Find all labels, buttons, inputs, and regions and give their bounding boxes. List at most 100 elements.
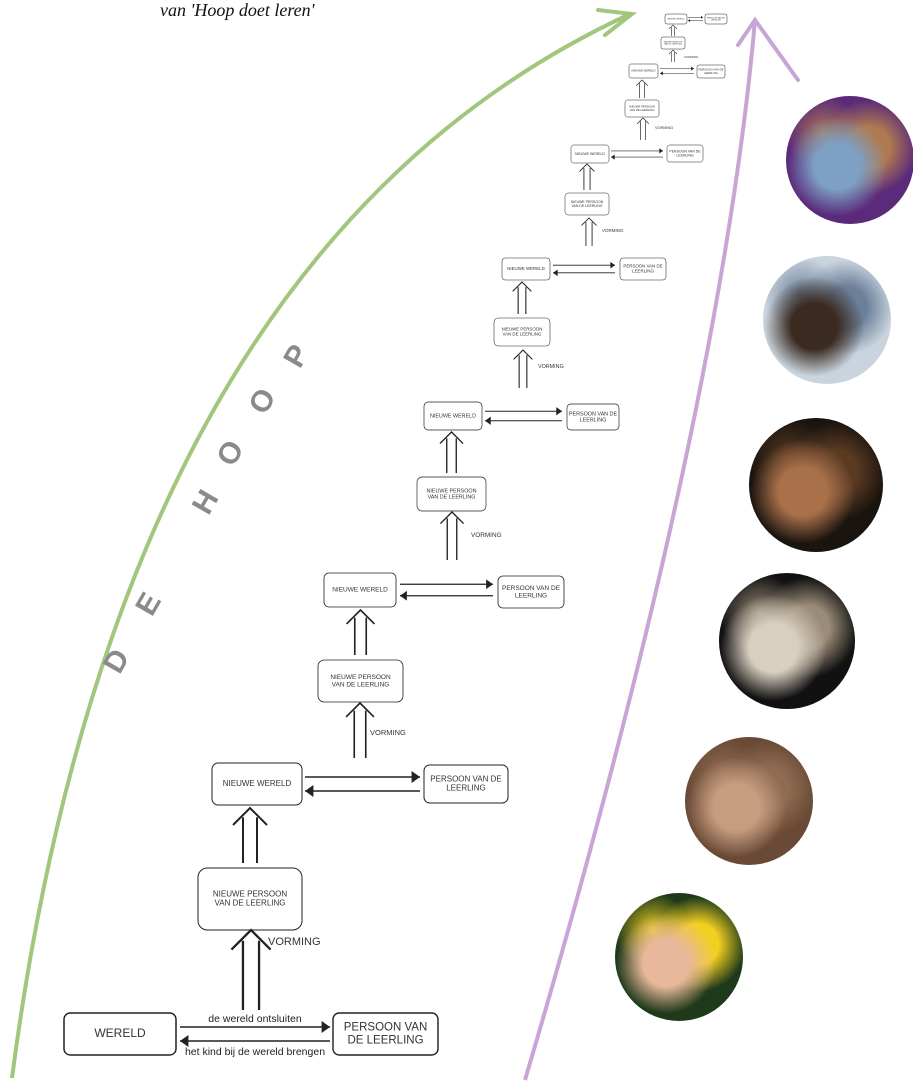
person-box-label: DE LEERLING bbox=[347, 1035, 423, 1047]
two-way-arrows bbox=[400, 579, 493, 601]
new-person-box-label: VAN DE LEERLING bbox=[664, 43, 682, 46]
person-of-learner-box-frame bbox=[696, 64, 726, 79]
person-of-learner-box-frame bbox=[666, 144, 704, 163]
vorming-label: VORMING bbox=[684, 55, 699, 59]
new-person-box-label: VAN DE LEERLING bbox=[428, 495, 476, 501]
hope-letter: H bbox=[186, 485, 225, 520]
arrow-label-bottom: het kind bij de wereld brengen bbox=[185, 1046, 325, 1058]
new-person-box-frame bbox=[660, 36, 686, 50]
purple-arc bbox=[523, 19, 757, 1081]
new-world-box: NIEUWE WERELD bbox=[628, 63, 659, 79]
new-world-box-frame bbox=[664, 13, 688, 25]
new-world-box: NIEUWE WERELD bbox=[570, 144, 610, 164]
new-world-box-label: NIEUWE WERELD bbox=[332, 587, 388, 594]
vorming-label: VORMING bbox=[268, 936, 321, 948]
new-world-box-frame bbox=[211, 762, 303, 806]
new-world-box-frame bbox=[423, 401, 483, 431]
new-person-box-label: NIEUWE PERSOON bbox=[502, 327, 543, 332]
new-person-box-label: NIEUWE PERSOON bbox=[629, 105, 655, 109]
hope-letter: D bbox=[97, 644, 136, 679]
double-up-arrow bbox=[345, 608, 376, 655]
new-person-box-label: NIEUWE PERSOON bbox=[330, 674, 391, 681]
person-of-learner-box-label: PERSOON VAN DE bbox=[707, 16, 726, 19]
purple-arrowhead bbox=[736, 16, 800, 82]
person-of-learner-box-frame bbox=[566, 403, 620, 431]
new-person-box-label: NIEUWE PERSOON bbox=[664, 41, 683, 43]
person-box-frame bbox=[332, 1012, 439, 1056]
person-of-learner-box-label: LEERLING bbox=[632, 269, 654, 274]
world-box-frame bbox=[63, 1012, 177, 1056]
double-up-arrow bbox=[232, 806, 268, 863]
green-arrowhead bbox=[596, 8, 638, 37]
double-up-arrow bbox=[636, 117, 650, 140]
world-box: WERELD bbox=[63, 1012, 177, 1056]
two-way-arrows bbox=[688, 15, 703, 23]
person-of-learner-box-label: PERSOON VAN DE bbox=[502, 585, 561, 592]
photo-large-hand-small-hand bbox=[719, 573, 855, 709]
two-way-arrows bbox=[611, 148, 663, 160]
person-of-learner-box-frame bbox=[704, 13, 728, 25]
double-up-arrow bbox=[439, 511, 465, 560]
new-world-box-frame bbox=[570, 144, 610, 164]
person-of-learner-box-label: LEERLING bbox=[704, 71, 718, 75]
person-of-learner-box-label: LEERLING bbox=[446, 784, 486, 793]
two-way-arrows bbox=[660, 66, 694, 76]
photo-child-hand-with-flower bbox=[615, 893, 743, 1021]
double-up-arrow bbox=[579, 163, 595, 190]
green-hope-arc bbox=[10, 12, 631, 1079]
new-person-box-label: VAN DE LEERLING bbox=[503, 332, 543, 337]
figure-caption: van 'Hoop doet leren' bbox=[160, 0, 315, 20]
two-way-arrows bbox=[485, 407, 562, 425]
new-world-box-frame bbox=[323, 572, 397, 608]
new-person-box-label: NIEUWE PERSOON bbox=[213, 890, 287, 899]
vorming-label: VORMING bbox=[370, 728, 406, 737]
double-up-arrow bbox=[581, 217, 597, 246]
two-way-arrows bbox=[305, 771, 420, 797]
new-person-box-frame bbox=[416, 476, 487, 512]
new-person-box-label: NIEUWE PERSOON bbox=[571, 200, 604, 204]
vorming-label: VORMING bbox=[602, 228, 624, 233]
new-world-box-label: NIEUWE WERELD bbox=[430, 413, 476, 419]
double-up-arrow bbox=[635, 79, 649, 98]
new-world-box-label: NIEUWE WERELD bbox=[632, 69, 656, 73]
person-of-learner-box-label: LEERLING bbox=[580, 418, 607, 424]
photo-open-cupped-hands bbox=[749, 418, 883, 552]
person-of-learner-box-label: PERSOON VAN DE bbox=[430, 775, 501, 784]
double-up-arrow bbox=[439, 431, 464, 473]
person-of-learner-box-label: PERSOON VAN DE bbox=[699, 68, 724, 72]
hope-letter: O bbox=[243, 383, 283, 420]
new-world-box: NIEUWE WERELD bbox=[423, 401, 483, 431]
vorming-label: VORMING bbox=[655, 126, 673, 130]
person-of-learner-box-frame bbox=[497, 575, 565, 609]
new-world-box-label: NIEUWE WERELD bbox=[223, 779, 292, 788]
person-of-learner-box-frame bbox=[423, 764, 509, 804]
person-of-learner-box-label: LEERLING bbox=[515, 592, 547, 599]
double-up-arrow bbox=[513, 349, 533, 388]
double-up-arrow bbox=[668, 24, 678, 36]
arrow-label-top: de wereld ontsluiten bbox=[208, 1013, 302, 1025]
new-person-box-label: NIEUWE PERSOON bbox=[426, 488, 476, 494]
hope-letter: E bbox=[129, 587, 168, 621]
new-person-box-label: VAN DE LEERLING bbox=[332, 681, 390, 688]
new-world-box-frame bbox=[628, 63, 659, 79]
